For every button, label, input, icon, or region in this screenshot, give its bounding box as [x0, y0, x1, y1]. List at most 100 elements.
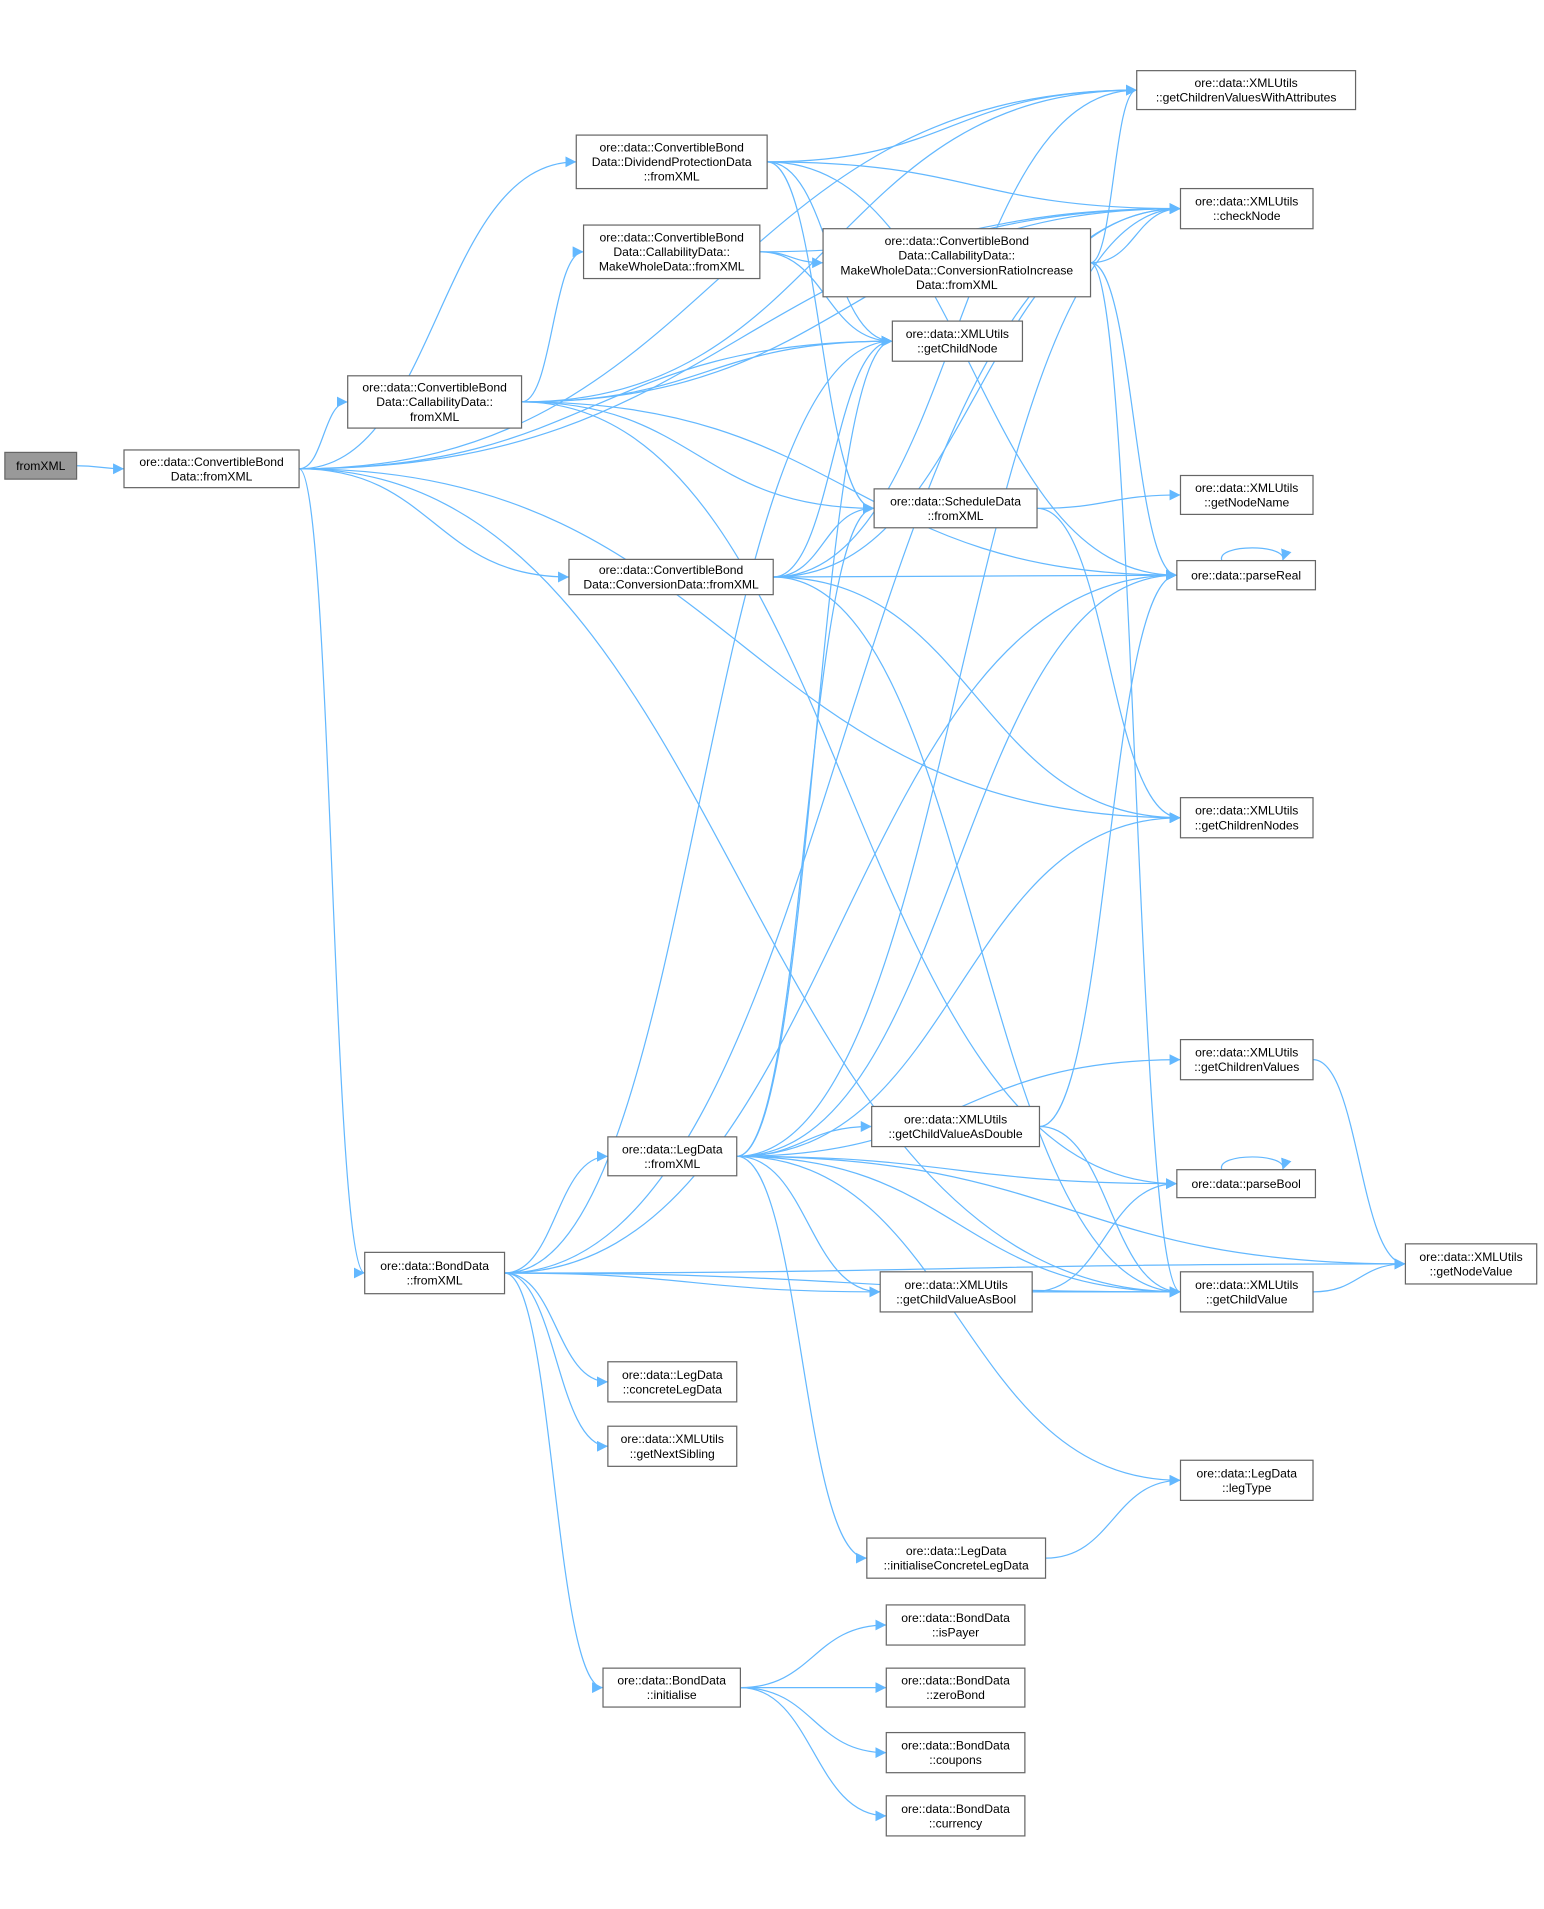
edge-n6-to-n20	[504, 1272, 1181, 1298]
graph-node[interactable]: ore::data::BondData::isPayer	[885, 1604, 1026, 1646]
edge-n5-to-n8	[773, 335, 893, 578]
node-label-line: ore::data::ConvertibleBond	[139, 455, 283, 469]
node-box	[891, 320, 1024, 362]
graph-node[interactable]: ore::data::ConvertibleBondData::Conversi…	[568, 558, 774, 596]
edges-layer	[76, 84, 1406, 1822]
node-label-line: ore::data::LegData	[622, 1368, 723, 1382]
node-box	[1179, 797, 1314, 839]
node-label-line: ore::data::ConvertibleBond	[599, 563, 743, 577]
edge-n1-to-n11	[299, 84, 1137, 470]
node-label-line: ore::data::ConvertibleBond	[599, 230, 743, 244]
graph-node[interactable]: ore::data::ConvertibleBondData::Callabil…	[582, 224, 761, 280]
node-box	[1179, 474, 1314, 516]
graph-node[interactable]: ore::data::BondData::initialise	[602, 1667, 741, 1708]
node-label-line: ore::data::parseReal	[1191, 568, 1301, 582]
edge-n19-to-n18	[1032, 1178, 1177, 1293]
edge-n10-to-n19	[736, 1155, 881, 1298]
node-label-line: ::getChildValueAsDouble	[889, 1127, 1023, 1141]
edge-n10-to-n9	[736, 502, 875, 1157]
node-label-line: ore::data::BondData	[617, 1674, 726, 1688]
node-label-line: ::getChildrenNodes	[1195, 818, 1299, 832]
graph-node[interactable]: ore::data::parseReal	[1176, 559, 1317, 591]
node-label-line: ::isPayer	[932, 1626, 979, 1640]
graph-node[interactable]: ore::data::XMLUtils::getNodeName	[1179, 474, 1314, 516]
edge-n14-to-n14	[1221, 547, 1292, 561]
node-label-line: ore::data::BondData	[901, 1739, 1010, 1753]
edge-n7-to-n12	[1090, 203, 1181, 264]
graph-node[interactable]: ore::data::XMLUtils::getNodeValue	[1404, 1243, 1538, 1285]
graph-node[interactable]: ore::data::LegData::concreteLegData	[607, 1361, 738, 1403]
node-label-line: ore::data::XMLUtils	[621, 1432, 724, 1446]
node-box	[1136, 70, 1357, 111]
edge-n5-to-n9	[773, 502, 875, 578]
graph-node[interactable]: ore::data::BondData::currency	[885, 1795, 1026, 1837]
edge-n17-to-n14	[1039, 569, 1177, 1128]
node-label-line: ore::data::parseBool	[1191, 1177, 1300, 1191]
graph-node[interactable]: ore::data::XMLUtils::getChildValueAsDoub…	[871, 1105, 1041, 1148]
edge-n2-to-n11	[767, 84, 1137, 163]
edge-n6-to-n12	[504, 203, 1181, 1274]
node-label-line: Data::fromXML	[171, 469, 253, 483]
edge-n0-to-n1	[76, 463, 125, 475]
node-label-line: ore::data::ConvertibleBond	[362, 381, 506, 395]
node-label-line: ::getNodeName	[1204, 495, 1289, 509]
edge-n6-to-n8	[504, 335, 893, 1274]
graph-node[interactable]: ore::data::XMLUtils::getChildNode	[891, 320, 1024, 362]
node-box	[871, 1105, 1041, 1148]
edge-n2-to-n14	[767, 161, 1177, 581]
graph-node[interactable]: ore::data::XMLUtils::getChildrenNodes	[1179, 797, 1314, 839]
graph-node[interactable]: ore::data::BondData::zeroBond	[885, 1667, 1026, 1708]
graph-node[interactable]: ore::data::BondData::coupons	[885, 1731, 1026, 1774]
edge-n6-to-n23	[504, 1272, 608, 1452]
edge-n7-to-n11	[1090, 84, 1137, 264]
graph-node[interactable]: ore::data::BondData::fromXML	[364, 1251, 506, 1295]
node-box	[822, 228, 1092, 298]
graph-node[interactable]: ore::data::parseBool	[1176, 1169, 1317, 1199]
graph-node[interactable]: ore::data::ConvertibleBondData::Callabil…	[822, 228, 1092, 298]
edge-n1-to-n2	[299, 156, 577, 470]
edge-n10-to-n25	[736, 1155, 867, 1564]
edge-n10-to-n17	[736, 1121, 872, 1157]
edge-n10-to-n15	[736, 812, 1181, 1157]
edge-n6-to-n10	[504, 1150, 608, 1274]
graph-node[interactable]: ore::data::XMLUtils::getChildrenValuesWi…	[1136, 70, 1357, 111]
edge-n1-to-n12	[299, 203, 1181, 470]
node-label-line: ::getChildrenValuesWithAttributes	[1156, 91, 1337, 105]
root-node[interactable]: fromXML	[4, 451, 78, 480]
graph-node[interactable]: ore::data::ConvertibleBondData::Dividend…	[575, 134, 768, 190]
node-label-line: ::fromXML	[644, 1157, 700, 1171]
graph-node[interactable]: ore::data::LegData::fromXML	[607, 1136, 738, 1177]
edge-n2-to-n12	[767, 161, 1181, 215]
edge-n26-to-n30	[740, 1686, 887, 1822]
node-label-line: ::initialise	[647, 1688, 697, 1702]
node-box	[866, 1537, 1047, 1579]
node-box	[885, 1604, 1026, 1646]
edge-n18-to-n18	[1221, 1156, 1292, 1170]
graph-node[interactable]: ore::data::ScheduleData::fromXML	[873, 488, 1038, 529]
graph-node[interactable]: ore::data::XMLUtils::getChildrenValues	[1179, 1038, 1314, 1081]
edge-n4-to-n18	[521, 401, 1177, 1190]
node-label-line: ore::data::BondData	[380, 1259, 489, 1273]
node-label-line: MakeWholeData::ConversionRatioIncrease	[840, 263, 1073, 277]
node-label-line: fromXML	[16, 459, 65, 473]
edge-n4-to-n14	[521, 401, 1177, 581]
edge-n1-to-n15	[299, 468, 1181, 824]
node-label-line: Data::CallabilityData::	[376, 395, 493, 409]
graph-node[interactable]: ore::data::XMLUtils::getNextSibling	[607, 1425, 738, 1467]
node-label-line: ::concreteLegData	[623, 1382, 722, 1396]
node-box	[1176, 559, 1317, 591]
edge-n5-to-n14	[773, 569, 1177, 581]
graph-node[interactable]: ore::data::XMLUtils::checkNode	[1179, 187, 1314, 230]
node-label-line: Data::CallabilityData::	[898, 249, 1015, 263]
edge-n7-to-n20	[1090, 262, 1181, 1298]
node-label-line: ::fromXML	[644, 170, 700, 184]
edge-n4-to-n9	[521, 401, 875, 514]
graph-node[interactable]: ore::data::ConvertibleBondData::Callabil…	[347, 375, 523, 429]
graph-node[interactable]: ore::data::LegData::initialiseConcreteLe…	[866, 1537, 1047, 1579]
node-label-line: Data::ConversionData::fromXML	[583, 578, 759, 592]
edge-n6-to-n26	[504, 1272, 604, 1693]
graph-node[interactable]: ore::data::XMLUtils::getChildValueAsBool	[879, 1271, 1033, 1313]
graph-node[interactable]: ore::data::XMLUtils::getChildValue	[1179, 1271, 1314, 1313]
graph-node[interactable]: ore::data::LegData::legType	[1179, 1459, 1314, 1501]
